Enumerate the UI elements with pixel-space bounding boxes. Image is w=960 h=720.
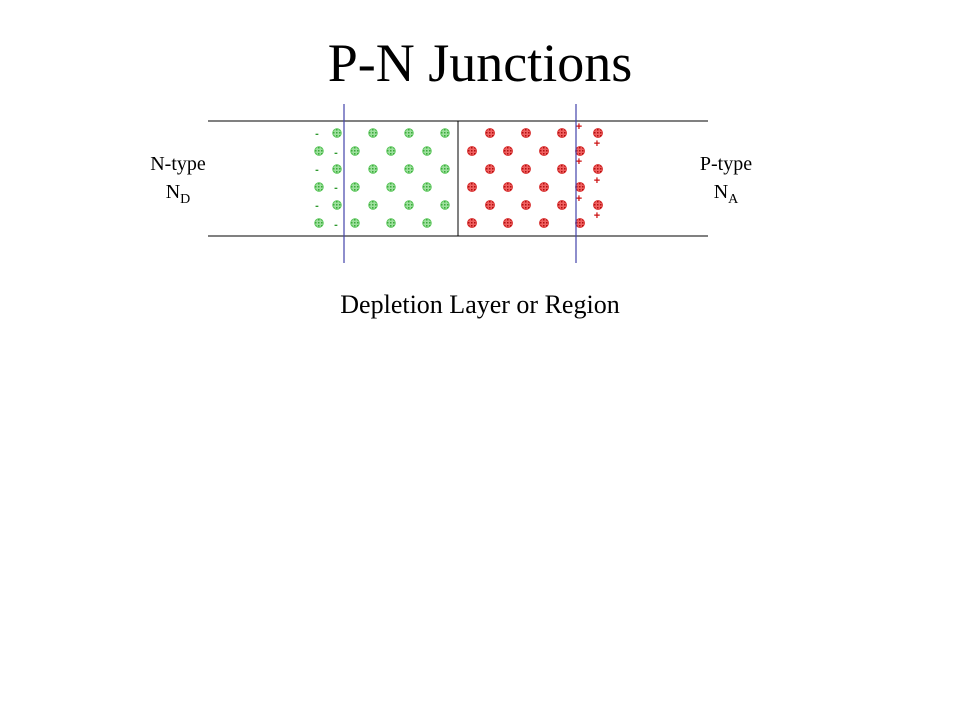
- depletion-caption: Depletion Layer or Region: [340, 290, 620, 319]
- acceptor-ion: [575, 182, 585, 192]
- donor-ion: [314, 218, 324, 228]
- acceptor-ion: [557, 164, 567, 174]
- positive-charges: + + + + + +: [576, 121, 600, 222]
- acceptor-concentration-symbol: N: [713, 181, 729, 203]
- negative-charges: - - - - - -: [315, 128, 338, 231]
- donor-ion: [368, 164, 378, 174]
- acceptor-ion: [539, 182, 549, 192]
- acceptor-ion: [521, 164, 531, 174]
- donor-ion: [350, 146, 360, 156]
- donor-concentration-symbol: N: [165, 181, 181, 203]
- donor-ion: [422, 218, 432, 228]
- acceptor-ion: [503, 182, 513, 192]
- acceptor-concentration-subscript: A: [728, 192, 739, 207]
- acceptor-ion: [575, 218, 585, 228]
- positive-charge: +: [594, 210, 600, 222]
- positive-charge: +: [576, 156, 582, 168]
- acceptor-concentration-label: NA: [671, 180, 781, 212]
- acceptor-ion: [539, 218, 549, 228]
- donor-ion: [404, 200, 414, 210]
- acceptor-ion: [593, 200, 603, 210]
- acceptor-ion: [485, 128, 495, 138]
- negative-charge: -: [334, 219, 338, 231]
- donor-ion: [368, 128, 378, 138]
- positive-charge: +: [576, 121, 582, 133]
- donor-ion: [350, 182, 360, 192]
- donor-ion: [404, 164, 414, 174]
- acceptor-ion: [485, 164, 495, 174]
- donor-ion: [314, 146, 324, 156]
- slide-title: P-N Junctions: [327, 33, 633, 93]
- donor-ion: [314, 182, 324, 192]
- acceptor-ion: [557, 200, 567, 210]
- donor-ion: [422, 182, 432, 192]
- positive-charge: +: [594, 175, 600, 187]
- donor-ions: [314, 128, 450, 228]
- donor-ion: [332, 200, 342, 210]
- negative-charge: -: [334, 147, 338, 159]
- donor-ion: [332, 128, 342, 138]
- negative-charge: -: [334, 182, 338, 194]
- donor-ion: [440, 128, 450, 138]
- acceptor-ion: [521, 128, 531, 138]
- positive-charge: +: [576, 193, 582, 205]
- acceptor-ion: [467, 218, 477, 228]
- negative-charge: -: [315, 128, 319, 140]
- donor-ion: [386, 218, 396, 228]
- donor-ion: [440, 200, 450, 210]
- donor-ion: [404, 128, 414, 138]
- donor-concentration-label: ND: [123, 180, 233, 212]
- positive-charge: +: [594, 138, 600, 150]
- acceptor-ion: [467, 146, 477, 156]
- acceptor-ion: [557, 128, 567, 138]
- donor-ion: [350, 218, 360, 228]
- acceptor-ion: [521, 200, 531, 210]
- p-type-text: P-type: [699, 153, 753, 175]
- n-type-label: N-type ND: [123, 152, 233, 212]
- acceptor-ion: [503, 218, 513, 228]
- acceptor-ion: [503, 146, 513, 156]
- negative-charge: -: [315, 200, 319, 212]
- donor-ion: [368, 200, 378, 210]
- acceptor-ion: [593, 164, 603, 174]
- acceptor-ions: [467, 128, 603, 228]
- negative-charge: -: [315, 164, 319, 176]
- donor-ion: [332, 164, 342, 174]
- donor-ion: [440, 164, 450, 174]
- acceptor-ion: [539, 146, 549, 156]
- donor-concentration-subscript: D: [180, 192, 191, 207]
- acceptor-ion: [575, 146, 585, 156]
- donor-ion: [422, 146, 432, 156]
- donor-ion: [386, 146, 396, 156]
- acceptor-ion: [485, 200, 495, 210]
- donor-ion: [386, 182, 396, 192]
- n-type-text: N-type: [150, 153, 206, 175]
- acceptor-ion: [467, 182, 477, 192]
- p-type-label: P-type NA: [671, 152, 781, 212]
- acceptor-ion: [593, 128, 603, 138]
